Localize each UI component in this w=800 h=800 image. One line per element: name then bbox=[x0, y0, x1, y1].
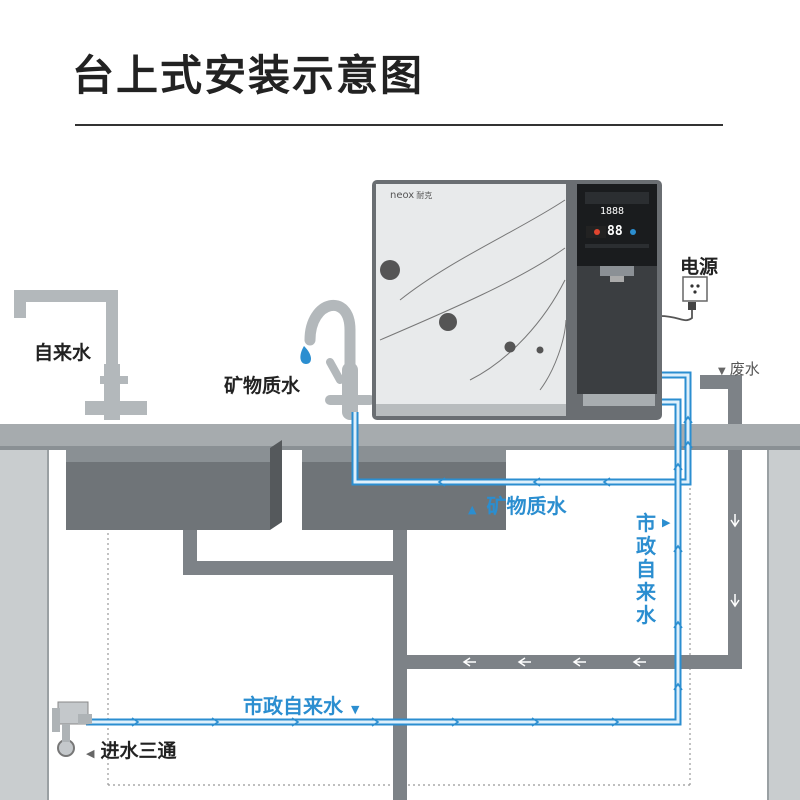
tap-water-faucet bbox=[14, 290, 147, 420]
mineral-water-pipe-inner bbox=[353, 373, 690, 484]
countertop bbox=[0, 424, 800, 448]
power-cable bbox=[659, 304, 693, 322]
inlet-tee-pointer-icon: ◀ bbox=[86, 747, 95, 760]
municipal-vertical-pointer-icon: ▶ bbox=[662, 516, 671, 529]
cabinet-right-panel bbox=[768, 448, 800, 800]
municipal-water-vertical-label: 市政自来水 bbox=[636, 512, 660, 627]
device-brand-latin: neox bbox=[390, 190, 415, 201]
power-label: 电源 bbox=[680, 256, 719, 278]
water-drop-icon bbox=[300, 346, 311, 364]
title-divider bbox=[75, 124, 723, 126]
municipal-horizontal-pointer-icon: ▼ bbox=[351, 703, 360, 716]
municipal-water-vertical-text: 市政自来水 bbox=[636, 511, 656, 627]
cabinet-left-panel bbox=[0, 448, 48, 800]
waste-water-text: 废水 bbox=[729, 360, 760, 378]
tap-water-label: 自来水 bbox=[34, 342, 92, 364]
purifier-device bbox=[372, 180, 662, 420]
device-brand-cn: 耐克 bbox=[416, 191, 433, 200]
inlet-tee-text: 进水三通 bbox=[100, 740, 177, 762]
page-title: 台上式安装示意图 bbox=[72, 51, 425, 100]
mineral-water-pointer-icon: ▲ bbox=[468, 503, 477, 516]
purifier-dispenser-bay bbox=[577, 266, 657, 394]
water-pipe-arrows bbox=[131, 415, 693, 727]
municipal-water-horizontal-label: 市政自来水 ▼ bbox=[243, 690, 359, 719]
inlet-tee-valve bbox=[52, 701, 92, 757]
mineral-water-pipe-label: ▲ 矿物质水 bbox=[468, 490, 566, 519]
mineral-water-faucet bbox=[304, 299, 375, 420]
mineral-water-pipe-text: 矿物质水 bbox=[486, 494, 567, 518]
power-socket bbox=[682, 276, 708, 302]
municipal-water-pipe-inner bbox=[86, 400, 680, 724]
display-digits: 1888 bbox=[600, 206, 625, 217]
mineral-water-tap-label: 矿物质水 bbox=[224, 375, 301, 397]
sink-basin-right bbox=[302, 448, 506, 530]
inlet-tee-label: ◀ 进水三通 bbox=[86, 736, 176, 763]
display-temperature: 88 bbox=[607, 224, 623, 239]
municipal-water-horizontal-text: 市政自来水 bbox=[243, 694, 343, 718]
sink-basin-left bbox=[66, 440, 282, 530]
waste-water-pointer-icon: ▼ bbox=[718, 366, 726, 377]
waste-water-label: ▼废水 bbox=[718, 358, 760, 379]
